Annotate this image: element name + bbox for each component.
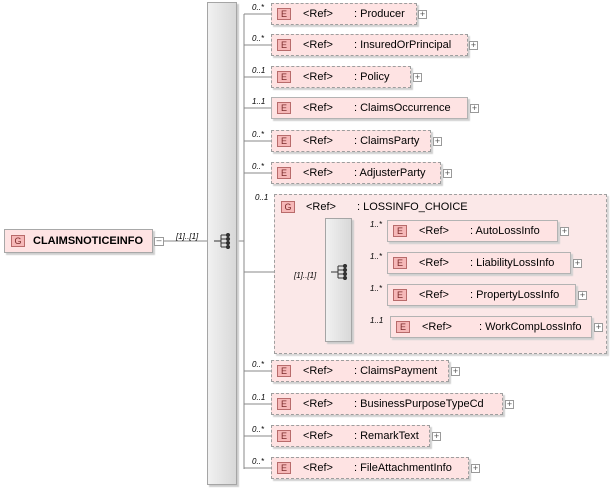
element-name: : LiabilityLossInfo	[470, 257, 555, 269]
expand-icon[interactable]: +	[451, 366, 460, 376]
collapse-icon[interactable]: –	[154, 236, 164, 246]
element-liabilitylossinfo[interactable]: E <Ref> : LiabilityLossInfo	[387, 252, 571, 274]
expand-icon[interactable]: +	[413, 72, 422, 82]
multiplicity-label: 0..*	[252, 360, 265, 369]
multiplicity-label: 0..*	[252, 162, 265, 171]
multiplicity-label: 0..*	[252, 130, 265, 139]
root-group-claimsnoticeinfo[interactable]: G CLAIMSNOTICEINFO	[4, 229, 153, 253]
element-badge: E	[277, 398, 291, 410]
multiplicity-label: 0..*	[252, 3, 265, 12]
element-badge: E	[277, 430, 291, 442]
ref-label: <Ref>	[306, 201, 336, 213]
ref-label: <Ref>	[303, 398, 333, 410]
element-workcomplossinfo[interactable]: E <Ref> : WorkCompLossInfo	[390, 316, 592, 338]
multiplicity-label: 0..*	[252, 425, 265, 434]
ref-label: <Ref>	[422, 321, 452, 333]
ref-label: <Ref>	[419, 257, 449, 269]
multiplicity-label: 0..1	[252, 66, 266, 75]
multiplicity-label: 0..1	[252, 393, 266, 402]
element-producer[interactable]: E <Ref> : Producer	[271, 3, 417, 25]
ref-label: <Ref>	[419, 289, 449, 301]
expand-icon[interactable]: +	[470, 103, 479, 113]
ref-label: <Ref>	[303, 102, 333, 114]
element-propertylossinfo[interactable]: E <Ref> : PropertyLossInfo	[387, 284, 576, 306]
expand-icon[interactable]: +	[469, 40, 478, 50]
element-name: : ClaimsParty	[354, 135, 420, 147]
element-businesspurposetypecd[interactable]: E <Ref> : BusinessPurposeTypeCd	[271, 393, 503, 415]
choice-multiplicity: 0..1	[255, 193, 269, 202]
ref-label: <Ref>	[303, 365, 333, 377]
expand-icon[interactable]: +	[594, 322, 603, 332]
element-claimsoccurrence[interactable]: E <Ref> : ClaimsOccurrence	[271, 97, 468, 119]
multiplicity-label: 1..*	[370, 284, 383, 293]
root-name: CLAIMSNOTICEINFO	[33, 235, 143, 247]
multiplicity-label: 1..1	[370, 316, 384, 325]
element-name: : InsuredOrPrincipal	[354, 39, 452, 51]
element-name: : ClaimsOccurrence	[354, 102, 451, 114]
ref-label: <Ref>	[303, 8, 333, 20]
element-badge: E	[277, 39, 291, 51]
choice-compositor[interactable]	[325, 218, 352, 342]
element-name: : ClaimsPayment	[354, 365, 438, 377]
choice-group-name: : LOSSINFO_CHOICE	[357, 201, 468, 213]
ref-label: <Ref>	[303, 430, 333, 442]
element-name: : BusinessPurposeTypeCd	[354, 398, 484, 410]
expand-icon[interactable]: +	[432, 431, 441, 441]
choice-inner-multiplicity: [1]..[1]	[294, 271, 317, 280]
expand-icon[interactable]: +	[505, 399, 514, 409]
element-policy[interactable]: E <Ref> : Policy	[271, 66, 411, 88]
expand-icon[interactable]: +	[443, 168, 452, 178]
element-autolossinfo[interactable]: E <Ref> : AutoLossInfo	[387, 220, 558, 242]
ref-label: <Ref>	[303, 462, 333, 474]
group-badge: G	[281, 201, 295, 213]
sequence-icon	[214, 233, 231, 249]
element-insuredorprincipal[interactable]: E <Ref> : InsuredOrPrincipal	[271, 34, 468, 56]
ref-label: <Ref>	[303, 135, 333, 147]
element-name: : RemarkText	[354, 430, 419, 442]
multiplicity-label: 1..1	[252, 97, 266, 106]
expand-icon[interactable]: +	[578, 290, 587, 300]
element-name: : FileAttachmentInfo	[354, 462, 452, 474]
element-badge: E	[277, 365, 291, 377]
element-name: : AdjusterParty	[354, 167, 426, 179]
ref-label: <Ref>	[303, 167, 333, 179]
element-claimsparty[interactable]: E <Ref> : ClaimsParty	[271, 130, 431, 152]
element-name: : PropertyLossInfo	[470, 289, 560, 301]
element-badge: E	[277, 462, 291, 474]
root-multiplicity: [1]..[1]	[176, 232, 199, 241]
element-name: : AutoLossInfo	[470, 225, 540, 237]
expand-icon[interactable]: +	[560, 226, 569, 236]
element-remarktext[interactable]: E <Ref> : RemarkText	[271, 425, 430, 447]
element-badge: E	[277, 71, 291, 83]
multiplicity-label: 1..*	[370, 220, 383, 229]
element-badge: E	[393, 257, 407, 269]
expand-icon[interactable]: +	[471, 463, 480, 473]
element-name: : Producer	[354, 8, 405, 20]
element-badge: E	[393, 225, 407, 237]
element-badge: E	[277, 102, 291, 114]
element-badge: E	[277, 135, 291, 147]
multiplicity-label: 1..*	[370, 252, 383, 261]
element-fileattachmentinfo[interactable]: E <Ref> : FileAttachmentInfo	[271, 457, 469, 479]
element-badge: E	[393, 289, 407, 301]
element-badge: E	[277, 8, 291, 20]
ref-label: <Ref>	[303, 39, 333, 51]
ref-label: <Ref>	[419, 225, 449, 237]
expand-icon[interactable]: +	[418, 9, 427, 19]
multiplicity-label: 0..*	[252, 457, 265, 466]
element-name: : Policy	[354, 71, 390, 83]
multiplicity-label: 0..*	[252, 34, 265, 43]
group-badge: G	[11, 235, 25, 247]
expand-icon[interactable]: +	[433, 136, 442, 146]
choice-compositor-icon	[331, 264, 348, 280]
ref-label: <Ref>	[303, 71, 333, 83]
expand-icon[interactable]: +	[573, 258, 582, 268]
element-badge: E	[277, 167, 291, 179]
element-adjusterparty[interactable]: E <Ref> : AdjusterParty	[271, 162, 441, 184]
element-badge: E	[396, 321, 410, 333]
element-claimspayment[interactable]: E <Ref> : ClaimsPayment	[271, 360, 449, 382]
element-name: : WorkCompLossInfo	[479, 321, 582, 333]
